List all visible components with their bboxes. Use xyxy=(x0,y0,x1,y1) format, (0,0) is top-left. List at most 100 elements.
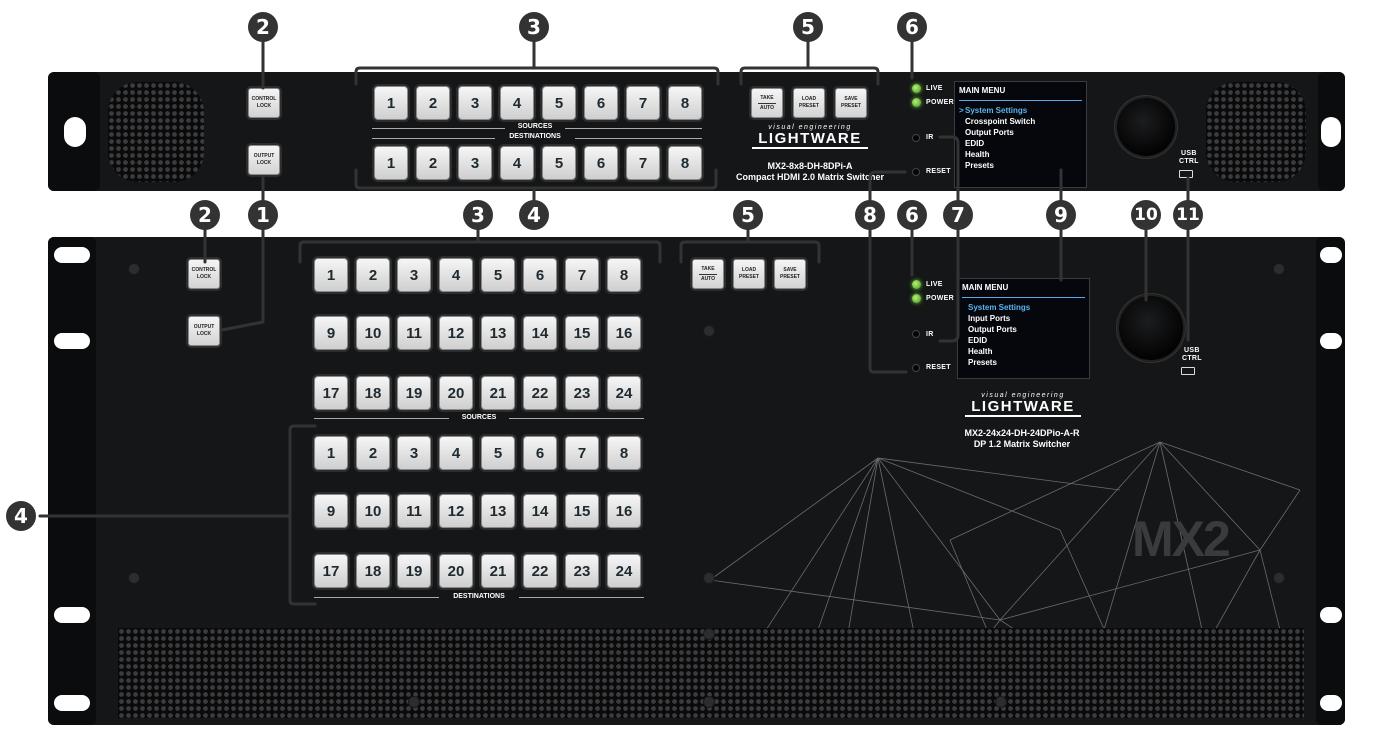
reset-button[interactable] xyxy=(912,168,920,176)
destination-button[interactable]: 7 xyxy=(626,146,660,180)
destination-button[interactable]: 6 xyxy=(584,146,618,180)
destination-button[interactable]: 23 xyxy=(565,554,599,588)
destination-button[interactable]: 12 xyxy=(439,494,473,528)
source-button[interactable]: 5 xyxy=(542,86,576,120)
source-button[interactable]: 19 xyxy=(397,376,431,410)
lcd-title: MAIN MENU xyxy=(962,283,1009,292)
source-button[interactable]: 18 xyxy=(356,376,390,410)
destination-button[interactable]: 10 xyxy=(356,494,390,528)
rack-mount-slot xyxy=(54,333,90,349)
destination-button[interactable]: 22 xyxy=(523,554,557,588)
save-preset-button[interactable]: SAVE PRESET xyxy=(835,88,867,118)
source-button[interactable]: 4 xyxy=(500,86,534,120)
source-button[interactable]: 15 xyxy=(565,316,599,350)
destination-button[interactable]: 17 xyxy=(314,554,348,588)
sources-label: SOURCES xyxy=(449,414,509,421)
brand-tagline: visual engineering xyxy=(768,124,852,131)
destination-button[interactable]: 24 xyxy=(607,554,641,588)
destination-button[interactable]: 6 xyxy=(523,436,557,470)
source-button[interactable]: 7 xyxy=(626,86,660,120)
live-led xyxy=(912,84,921,93)
source-button[interactable]: 14 xyxy=(523,316,557,350)
source-button[interactable]: 3 xyxy=(397,258,431,292)
destination-button[interactable]: 4 xyxy=(500,146,534,180)
source-button[interactable]: 8 xyxy=(607,258,641,292)
source-button[interactable]: 4 xyxy=(439,258,473,292)
destination-button[interactable]: 9 xyxy=(314,494,348,528)
save-preset-button[interactable]: SAVE PRESET xyxy=(774,259,806,289)
lock-label: LOCK xyxy=(256,103,272,109)
destination-button[interactable]: 14 xyxy=(523,494,557,528)
source-button[interactable]: 22 xyxy=(523,376,557,410)
take-auto-button[interactable]: TAKE AUTO xyxy=(692,259,724,289)
source-button[interactable]: 9 xyxy=(314,316,348,350)
load-preset-button[interactable]: LOAD PRESET xyxy=(793,88,825,118)
destination-button[interactable]: 2 xyxy=(416,146,450,180)
rack-mount-slot xyxy=(1320,333,1342,349)
reset-button[interactable] xyxy=(912,364,920,372)
source-button[interactable]: 12 xyxy=(439,316,473,350)
lcd-menu-item: System Settings xyxy=(968,303,1031,312)
usb-port[interactable] xyxy=(1181,367,1195,375)
source-button[interactable]: 17 xyxy=(314,376,348,410)
output-lock-button[interactable]: OUTPUT LOCK xyxy=(188,316,220,346)
source-button[interactable]: 2 xyxy=(356,258,390,292)
source-button[interactable]: 2 xyxy=(416,86,450,120)
destination-button[interactable]: 1 xyxy=(374,146,408,180)
power-led xyxy=(912,98,921,107)
control-lock-button[interactable]: CONTROL LOCK xyxy=(248,88,280,118)
destination-button[interactable]: 8 xyxy=(668,146,702,180)
output-label: OUTPUT xyxy=(253,153,275,159)
destination-button[interactable]: 19 xyxy=(397,554,431,588)
source-button[interactable]: 6 xyxy=(584,86,618,120)
destination-button[interactable]: 5 xyxy=(481,436,515,470)
rack-mount-slot xyxy=(1320,247,1342,263)
jog-dial-knob[interactable] xyxy=(1117,98,1175,156)
source-button[interactable]: 1 xyxy=(374,86,408,120)
destination-button[interactable]: 8 xyxy=(607,436,641,470)
destination-button[interactable]: 16 xyxy=(607,494,641,528)
usb-port[interactable] xyxy=(1179,170,1193,178)
source-button[interactable]: 3 xyxy=(458,86,492,120)
source-button[interactable]: 11 xyxy=(397,316,431,350)
source-button[interactable]: 24 xyxy=(607,376,641,410)
lock-label: LOCK xyxy=(196,331,212,337)
ir-sensor xyxy=(912,134,920,142)
rack-mount-slot xyxy=(64,117,86,147)
load-preset-button[interactable]: LOAD PRESET xyxy=(733,259,765,289)
source-button[interactable]: 16 xyxy=(607,316,641,350)
source-button[interactable]: 13 xyxy=(481,316,515,350)
destination-button[interactable]: 2 xyxy=(356,436,390,470)
source-button[interactable]: 23 xyxy=(565,376,599,410)
destination-button[interactable]: 4 xyxy=(439,436,473,470)
destination-button[interactable]: 3 xyxy=(397,436,431,470)
destination-button[interactable]: 21 xyxy=(481,554,515,588)
source-button[interactable]: 1 xyxy=(314,258,348,292)
destination-button[interactable]: 20 xyxy=(439,554,473,588)
destination-button[interactable]: 1 xyxy=(314,436,348,470)
source-button[interactable]: 7 xyxy=(565,258,599,292)
source-button[interactable]: 10 xyxy=(356,316,390,350)
save-label: SAVE xyxy=(844,96,858,102)
take-auto-button[interactable]: TAKE AUTO xyxy=(751,88,783,118)
mx2-logo: MX2 xyxy=(1132,511,1231,567)
destination-button[interactable]: 15 xyxy=(565,494,599,528)
source-button[interactable]: 21 xyxy=(481,376,515,410)
destination-button[interactable]: 13 xyxy=(481,494,515,528)
lcd-menu-item: Output Ports xyxy=(968,325,1017,334)
lcd-title: MAIN MENU xyxy=(959,86,1006,95)
source-button[interactable]: 6 xyxy=(523,258,557,292)
callout-marker: 2 xyxy=(190,200,220,230)
destination-button[interactable]: 11 xyxy=(397,494,431,528)
screw xyxy=(703,572,715,584)
destination-button[interactable]: 3 xyxy=(458,146,492,180)
destination-button[interactable]: 7 xyxy=(565,436,599,470)
source-button[interactable]: 8 xyxy=(668,86,702,120)
source-button[interactable]: 20 xyxy=(439,376,473,410)
control-lock-button[interactable]: CONTROL LOCK xyxy=(188,259,220,289)
destination-button[interactable]: 5 xyxy=(542,146,576,180)
source-button[interactable]: 5 xyxy=(481,258,515,292)
destination-button[interactable]: 18 xyxy=(356,554,390,588)
jog-dial-knob[interactable] xyxy=(1119,296,1183,360)
output-lock-button[interactable]: OUTPUT LOCK xyxy=(248,145,280,175)
